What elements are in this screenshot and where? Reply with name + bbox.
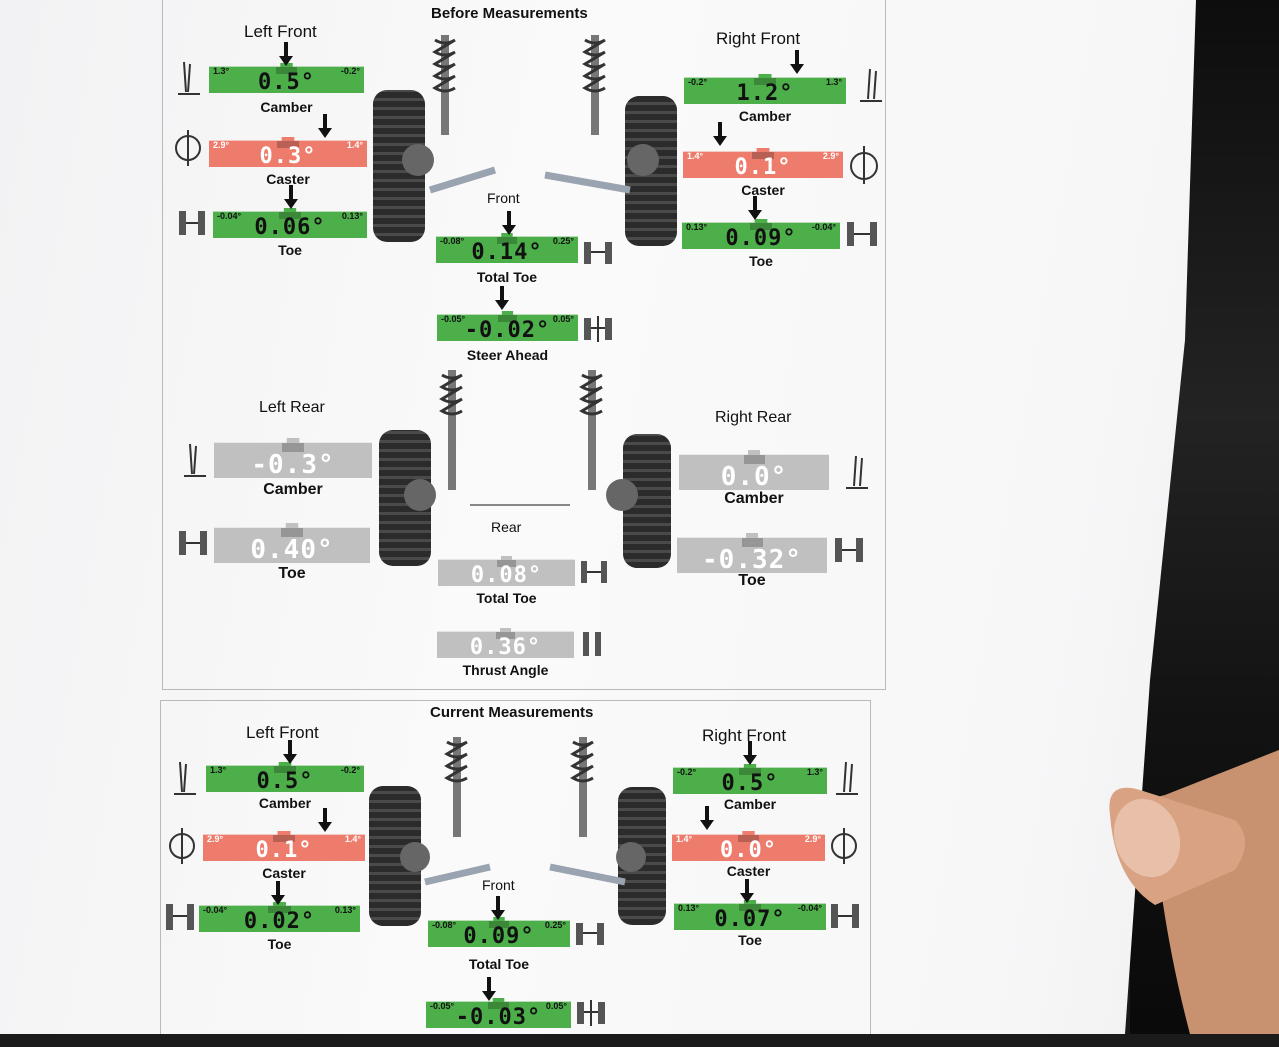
before-total-toe-gauge: -0.08° 0.25° 0.14°	[436, 233, 578, 265]
current-lf-toe-gauge: -0.04° 0.13° 0.02°	[199, 902, 360, 934]
rear-total-toe-indicator-icon	[581, 561, 607, 583]
current-lf-camber-arrow	[283, 740, 297, 764]
lr-camber-indicator-icon	[184, 443, 206, 477]
current-total-toe-arrow	[491, 896, 505, 920]
before-rf-toe-gauge: 0.13° -0.04° 0.09°	[682, 219, 840, 251]
current-title: Current Measurements	[430, 704, 594, 721]
current-steer-ahead-arrow	[482, 977, 496, 1001]
before-rf-camber-gauge: -0.2° 1.3° 1.2°	[684, 74, 846, 106]
current-steer-ahead-gauge: -0.05° 0.05° -0.03°	[426, 998, 571, 1030]
steer-ahead-indicator-icon	[584, 316, 612, 342]
current-rf-toe-label: Toe	[738, 932, 762, 948]
before-left-rear-title: Left Rear	[259, 399, 325, 416]
rf-toe-indicator-icon	[847, 222, 877, 246]
before-steer-ahead-label: Steer Ahead	[466, 347, 549, 363]
current-lf-caster-arrow	[318, 808, 332, 832]
before-rr-toe-gauge: -0.32°	[677, 533, 827, 575]
before-lf-camber-label: Camber	[260, 99, 313, 115]
current-lf-toe-indicator-icon	[166, 904, 194, 930]
before-thrust-angle-label: Thrust Angle	[462, 662, 549, 678]
before-rear-axle-label: Rear	[491, 519, 522, 535]
before-lr-camber-gauge: -0.3°	[214, 438, 372, 480]
current-lf-camber-indicator-icon	[174, 761, 196, 795]
before-steer-ahead-arrow	[495, 286, 509, 310]
before-measurements-panel	[162, 0, 886, 690]
current-rf-caster-arrow	[700, 806, 714, 830]
before-right-front-title: Right Front	[716, 29, 801, 48]
before-steer-ahead-gauge: -0.05° 0.05° -0.02°	[437, 311, 578, 343]
lf-caster-indicator-icon	[175, 130, 201, 166]
before-rf-toe-arrow	[748, 196, 762, 220]
before-lf-camber-arrow	[279, 42, 293, 66]
total-toe-indicator-icon	[584, 242, 612, 264]
lf-toe-indicator-icon	[179, 211, 205, 235]
before-rf-toe-label: Toe	[749, 253, 773, 269]
current-steer-ahead-indicator-icon	[577, 1000, 605, 1026]
before-lf-toe-gauge: -0.04° 0.13° 0.06°	[213, 208, 367, 240]
current-lf-toe-label: Toe	[267, 936, 292, 952]
current-lf-toe-arrow	[271, 881, 285, 905]
before-lf-camber-gauge: 1.3° -0.2° 0.5°	[209, 63, 364, 95]
before-rr-camber-gauge: 0.0°	[679, 450, 829, 492]
before-lr-toe-gauge: 0.40°	[214, 523, 370, 565]
current-total-toe-label: Total Toe	[468, 956, 530, 972]
current-rf-camber-gauge: -0.2° 1.3° 0.5°	[673, 764, 827, 796]
rr-toe-indicator-icon	[835, 538, 863, 562]
rf-camber-indicator-icon	[860, 68, 882, 102]
before-rf-caster-gauge: 1.4° 2.9° 0.1°	[683, 148, 843, 180]
before-rf-caster-arrow	[713, 122, 727, 146]
current-rf-toe-gauge: 0.13° -0.04° 0.07°	[674, 900, 826, 932]
current-rf-caster-gauge: 1.4° 2.9° 0.0°	[672, 831, 825, 863]
before-rear-suspension-icon	[404, 370, 638, 511]
before-lf-caster-gauge: 2.9° 1.4° 0.3°	[209, 137, 367, 169]
current-front-axle-label: Front	[482, 877, 515, 893]
before-lf-caster-arrow	[318, 114, 332, 138]
hand-image	[1109, 750, 1279, 1034]
current-right-front-title: Right Front	[702, 726, 787, 745]
before-right-rear-title: Right Rear	[715, 409, 792, 426]
current-rf-toe-indicator-icon	[831, 904, 859, 928]
lr-toe-indicator-icon	[179, 531, 207, 555]
current-rf-caster-indicator-icon	[831, 828, 857, 864]
before-rf-camber-label: Camber	[738, 108, 792, 124]
before-rf-caster-label: Caster	[741, 182, 785, 198]
before-title: Before Measurements	[431, 5, 588, 22]
before-lf-toe-label: Toe	[278, 242, 302, 258]
current-total-toe-gauge: -0.08° 0.25° 0.09°	[428, 917, 570, 949]
rr-camber-indicator-icon	[846, 455, 868, 489]
current-lf-caster-gauge: 2.9° 1.4° 0.1°	[203, 831, 365, 863]
current-lf-camber-gauge: 1.3° -0.2° 0.5°	[206, 762, 364, 794]
thrust-angle-indicator-icon	[583, 632, 601, 656]
before-thrust-angle-gauge: 0.36°	[437, 628, 574, 660]
lf-camber-indicator-icon	[178, 61, 200, 95]
current-lf-camber-label: Camber	[258, 795, 312, 811]
before-rear-total-toe-gauge: 0.08°	[438, 556, 575, 588]
current-total-toe-indicator-icon	[576, 923, 604, 945]
current-lf-caster-indicator-icon	[169, 828, 195, 864]
rf-caster-indicator-icon	[850, 146, 878, 184]
before-lr-toe-label: Toe	[278, 565, 306, 582]
before-lf-toe-arrow	[284, 185, 298, 209]
current-measurements-panel	[160, 700, 871, 1034]
before-lf-caster-label: Caster	[266, 171, 310, 187]
before-total-toe-arrow	[502, 211, 516, 235]
before-rf-camber-arrow	[790, 50, 804, 74]
before-total-toe-label: Total Toe	[476, 269, 538, 285]
current-rf-camber-label: Camber	[723, 796, 777, 812]
before-rr-toe-label: Toe	[738, 572, 766, 589]
before-rear-total-toe-label: Total Toe	[476, 590, 537, 606]
current-left-front-title: Left Front	[246, 723, 319, 742]
current-lf-caster-label: Caster	[262, 865, 306, 881]
current-rf-toe-arrow	[740, 879, 754, 903]
before-front-suspension-icon	[402, 35, 659, 194]
before-lr-camber-label: Camber	[263, 481, 323, 498]
before-left-front-title: Left Front	[244, 22, 317, 41]
before-front-axle-label: Front	[487, 190, 520, 206]
current-front-suspension-icon	[400, 737, 646, 886]
current-rf-camber-arrow	[743, 741, 757, 765]
current-rf-caster-label: Caster	[726, 863, 771, 879]
current-rf-camber-indicator-icon	[836, 761, 858, 795]
before-rr-camber-label: Camber	[724, 490, 784, 507]
